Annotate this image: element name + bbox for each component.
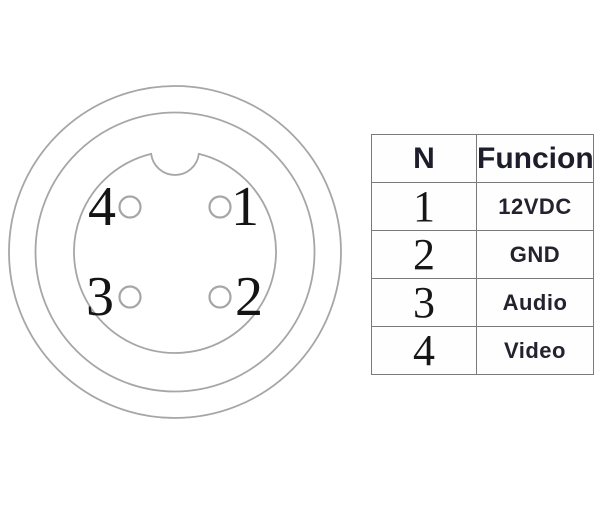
cell-pin-number-3: 3	[371, 278, 477, 327]
table-row-pin-4: 4 Video	[371, 326, 594, 375]
pinout-table: N Funcion 1 12VDC 2 GND 3 Audio 4 Video	[371, 134, 594, 375]
pin-hole-1	[208, 195, 232, 219]
pin-hole-2	[208, 285, 232, 309]
cell-pin-function-2: GND	[476, 230, 594, 279]
pin-label-4: 4	[88, 176, 116, 238]
cell-pin-function-1: 12VDC	[476, 182, 594, 231]
cell-pin-function-4: Video	[476, 326, 594, 375]
connector-middle-ring	[34, 111, 316, 393]
connector-diagram: 1 2 3 4	[8, 85, 342, 419]
pin-label-3: 3	[86, 266, 114, 328]
pin-labels: 1 2 3 4	[86, 176, 263, 328]
pin-holes	[118, 195, 232, 309]
cell-pin-number-4: 4	[371, 326, 477, 375]
pin-hole-3	[118, 285, 142, 309]
pin-label-2: 2	[235, 266, 263, 328]
table-row-pin-3: 3 Audio	[371, 278, 594, 327]
pin-hole-4	[118, 195, 142, 219]
pin-label-1: 1	[231, 176, 259, 238]
cell-pin-number-2: 2	[371, 230, 477, 279]
header-cell-n: N	[371, 134, 477, 183]
connector-inner-face-keyway	[73, 152, 277, 354]
table-row-pin-2: 2 GND	[371, 230, 594, 279]
header-cell-funcion: Funcion	[476, 134, 594, 183]
connector-outer-ring	[8, 85, 342, 419]
connector-rings	[8, 85, 342, 419]
cell-pin-function-3: Audio	[476, 278, 594, 327]
cell-pin-number-1: 1	[371, 182, 477, 231]
table-row-pin-1: 1 12VDC	[371, 182, 594, 231]
table-header-row: N Funcion	[371, 134, 594, 183]
